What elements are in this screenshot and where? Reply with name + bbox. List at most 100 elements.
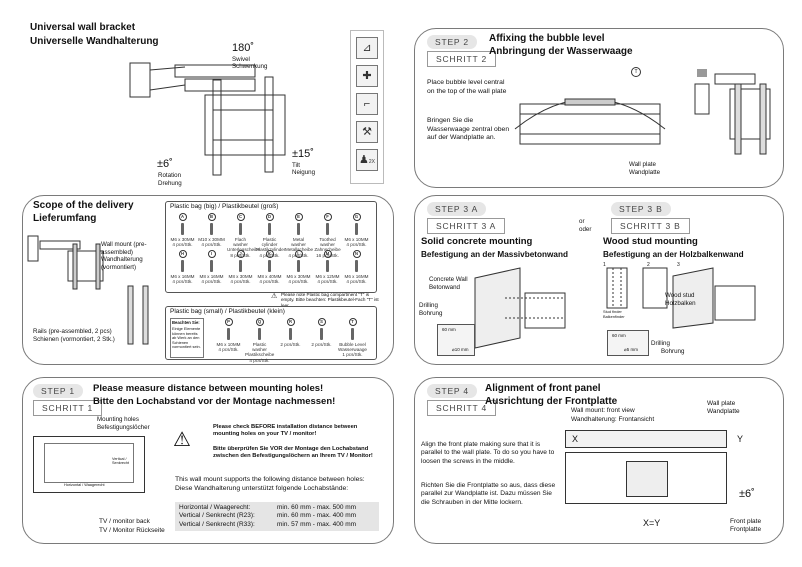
rotation-de: Drehung bbox=[158, 180, 182, 187]
drill-a-en: Drilling bbox=[419, 302, 438, 309]
part-id: F bbox=[323, 213, 332, 221]
part-size: M8 x 16MM bbox=[199, 274, 224, 279]
part-id: G bbox=[352, 213, 361, 221]
step3b-title-de: Befestigung an der Holzbalkenwand bbox=[603, 250, 744, 259]
vertical-label: Vertical / Senkrecht bbox=[112, 457, 130, 466]
rotation-en: Rotation bbox=[158, 172, 182, 179]
part-size: M8 x 40MM bbox=[257, 274, 282, 279]
tilt-degrees: ±15˚ bbox=[292, 148, 314, 160]
tilt-de: Neigung bbox=[292, 169, 316, 176]
part-size: Toothed washer Zahnscheibe bbox=[314, 237, 341, 253]
wall-plate-rect bbox=[565, 430, 727, 448]
wall-plate-drawing bbox=[514, 98, 666, 145]
wall-plate-de: Wandplatte bbox=[707, 408, 740, 415]
part-shape-icon bbox=[210, 260, 213, 272]
part-shape-icon bbox=[320, 328, 323, 340]
part-qty: 4 pcs/Stk. bbox=[172, 279, 193, 285]
part-qty: 4 pcs/Stk. bbox=[249, 357, 270, 363]
part-shape-icon bbox=[181, 260, 184, 272]
step2-text-de: Bringen Sie die Wasserwaage zentral oben… bbox=[427, 117, 510, 142]
step3b-sub-1: 1 bbox=[603, 262, 606, 268]
front-plate-de: Frontplatte bbox=[730, 526, 762, 533]
drill-a-diameter: ⌀10 mm bbox=[452, 347, 469, 352]
part-qty: 4 pcs/Stk. bbox=[346, 279, 367, 285]
drill-a-detail: 60 mm ⌀10 mm bbox=[437, 324, 475, 356]
wall-mount-label: Wall mount (pre-assembled) Wandhalterung… bbox=[101, 241, 147, 271]
rails-label: Rails (pre-assembled, 2 pcs) Schienen (v… bbox=[33, 328, 115, 343]
part-id: N bbox=[352, 250, 361, 258]
part-id: P bbox=[224, 318, 233, 326]
part-shape-icon bbox=[351, 328, 354, 340]
spec-row: Vertical / Senkrecht (R33):min. 57 mm - … bbox=[179, 520, 357, 528]
part-size: M8 x 30MM bbox=[228, 274, 253, 279]
part-id: B bbox=[207, 213, 216, 221]
bracket-drawing bbox=[129, 62, 286, 176]
tools-column: ⊿ ✚ ⌐ ⚒ ♟2X bbox=[350, 30, 384, 184]
warning-en: Please check BEFORE installation distanc… bbox=[213, 424, 358, 437]
note-text: Einige Elemente können bereits ab Werk a… bbox=[172, 326, 201, 350]
step3b-label-de: SCHRITT 3 B bbox=[611, 218, 690, 234]
step4-label-de: SCHRITT 4 bbox=[427, 400, 496, 416]
spec-row: Vertical / Senkrecht (R23):min. 60 mm - … bbox=[179, 512, 357, 520]
x-label: X bbox=[572, 434, 579, 444]
step4-title-de: Ausrichtung der Frontplatte bbox=[485, 396, 618, 407]
bracket-side-drawing bbox=[694, 69, 771, 155]
callout-t: T bbox=[631, 67, 641, 77]
drill-b-diameter: ⌀5 mm bbox=[624, 347, 638, 352]
step2-label-en: STEP 2 bbox=[427, 35, 477, 49]
part-size: M6 x 30MM bbox=[170, 237, 195, 242]
part-shape-icon bbox=[326, 260, 329, 272]
wood-stud-de: Holzbalken bbox=[665, 300, 696, 307]
step2-text-en: Place bubble level central on the top of… bbox=[427, 79, 507, 95]
drill-b-en: Drilling bbox=[651, 340, 670, 347]
step4-title-en: Alignment of front panel bbox=[485, 383, 601, 394]
drill-b-detail: 60 mm ⌀5 mm bbox=[607, 330, 649, 356]
stud-finder-label: Stud finder Balkenfinder bbox=[603, 309, 625, 319]
scope-title-de: Lieferumfang bbox=[33, 213, 97, 224]
intro-title-de: Universelle Wandhalterung bbox=[30, 36, 159, 47]
step1-label-de: SCHRITT 1 bbox=[33, 400, 102, 416]
swivel-de: Schwenkung bbox=[232, 63, 268, 70]
part-shape-icon bbox=[210, 223, 213, 235]
spec-row: Horizontal / Waagerecht:min. 60 mm - max… bbox=[179, 504, 357, 511]
part-id: A bbox=[178, 213, 187, 221]
part-shape-icon bbox=[239, 223, 242, 235]
part-shape-icon bbox=[268, 223, 271, 235]
person-count: 2X bbox=[368, 159, 375, 165]
tilt-en: Tilt bbox=[292, 162, 301, 169]
part-shape-icon bbox=[355, 223, 358, 235]
step3b-sub-2: 2 bbox=[647, 262, 650, 268]
angle-label: ±6˚ bbox=[739, 488, 755, 500]
part-shape-icon bbox=[258, 328, 261, 340]
step3a-label-en: STEP 3 A bbox=[427, 202, 487, 216]
part-id: C bbox=[236, 213, 245, 221]
concrete-wall-en: Concrete Wall bbox=[429, 276, 468, 283]
horizontal-label: Horizontal / Waagerecht bbox=[64, 483, 105, 487]
part-shape-icon bbox=[227, 328, 230, 340]
part-id: I bbox=[207, 250, 216, 258]
step4-text-de: Richten Sie die Frontplatte so aus, dass… bbox=[421, 482, 556, 506]
step3a-title-de: Befestigung an der Massivbetonwand bbox=[421, 250, 568, 259]
part-size: Metal washer Metallscheibe bbox=[285, 237, 314, 253]
part-size: Plastic washer Plastikscheibe bbox=[245, 342, 275, 358]
part-qty: 4 pcs/Stk. bbox=[230, 279, 251, 285]
part-size: M6 x 16MM bbox=[344, 274, 369, 279]
wood-stud-en: Wood stud bbox=[665, 292, 695, 299]
part-qty: 2 pcs/Stk. bbox=[280, 342, 301, 347]
part-id: K bbox=[265, 250, 274, 258]
holes-de: Befestigungslöcher bbox=[97, 424, 150, 431]
part-id: M bbox=[323, 250, 332, 258]
big-bag-label: Plastic bag (big) / Plastikbeutel (groß) bbox=[170, 203, 279, 210]
part-id: H bbox=[178, 250, 187, 258]
step2-panel: STEP 2 SCHRITT 2 Affixing the bubble lev… bbox=[414, 28, 784, 188]
